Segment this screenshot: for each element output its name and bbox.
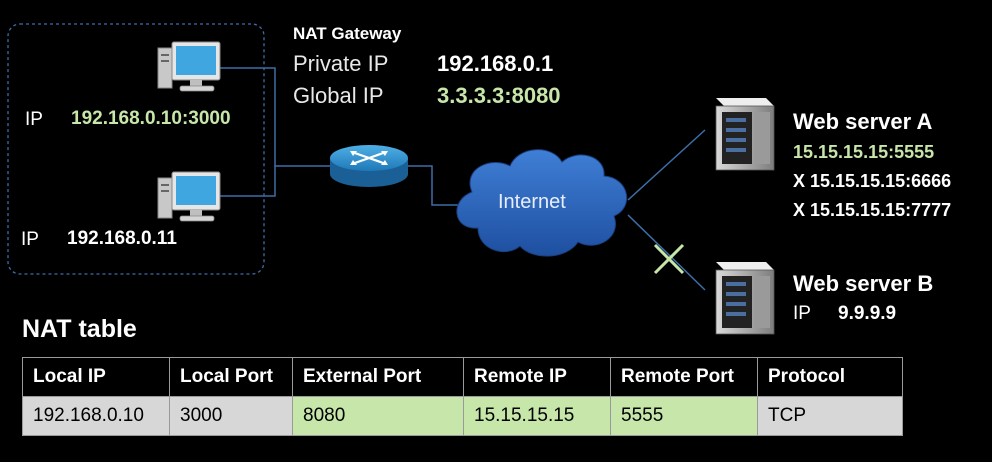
connection-lines: [220, 67, 706, 291]
blocked-x-mark: [653, 243, 685, 275]
table-cell: 5555: [610, 396, 758, 436]
link-router-internet: [408, 165, 468, 206]
host1-ip-value: 192.168.0.10:3000: [71, 108, 231, 129]
link-host1-router: [220, 67, 330, 167]
table-header-cell: Protocol: [757, 357, 903, 397]
server-b-ip-label: IP: [793, 303, 811, 324]
private-ip-value: 192.168.0.1: [437, 51, 554, 76]
private-ip-label: Private IP: [293, 51, 389, 76]
table-cell: 15.15.15.15: [463, 396, 611, 436]
server-a-title: Web server A: [793, 109, 933, 134]
nat-gateway-title: NAT Gateway: [293, 24, 402, 43]
host2-ip-label: IP: [21, 229, 39, 250]
server-b-ip-value: 9.9.9.9: [838, 303, 897, 324]
server-a-line: X 15.15.15.15:7777: [793, 200, 952, 220]
computer-icon: [157, 41, 221, 92]
link-host2-router: [220, 166, 276, 197]
router-icon: [330, 145, 408, 187]
table-header-cell: Remote Port: [610, 357, 758, 397]
server-a-line: 15.15.15.15:5555: [793, 142, 935, 162]
link-internet-server-b: [627, 214, 706, 291]
table-cell: TCP: [757, 396, 903, 436]
global-ip-label: Global IP: [293, 83, 384, 108]
table-cell: 8080: [292, 396, 464, 436]
server-icon: [715, 98, 775, 171]
table-header-cell: Local IP: [22, 357, 170, 397]
host1-ip-label: IP: [25, 109, 43, 130]
table-header-row: Local IP Local Port External Port Remote…: [22, 357, 903, 397]
link-internet-server-a: [627, 129, 706, 201]
nat-table: Local IP Local Port External Port Remote…: [22, 357, 903, 436]
table-header-cell: Local Port: [169, 357, 293, 397]
computer-icon: [157, 171, 221, 222]
host2-ip-value: 192.168.0.11: [67, 228, 177, 249]
server-icon: [715, 262, 775, 335]
nat-table-title: NAT table: [22, 315, 137, 343]
internet-label: Internet: [498, 191, 566, 213]
table-row: 192.168.0.10 3000 8080 15.15.15.15 5555 …: [22, 396, 903, 436]
table-cell: 3000: [169, 396, 293, 436]
table-header-cell: External Port: [292, 357, 464, 397]
private-network-boundary: [7, 23, 265, 275]
internet-cloud-icon: [456, 149, 628, 257]
table-header-cell: Remote IP: [463, 357, 611, 397]
server-a-line: X 15.15.15.15:6666: [793, 171, 952, 191]
table-cell: 192.168.0.10: [22, 396, 170, 436]
server-b-title: Web server B: [793, 271, 934, 296]
global-ip-value: 3.3.3.3:8080: [437, 83, 561, 108]
